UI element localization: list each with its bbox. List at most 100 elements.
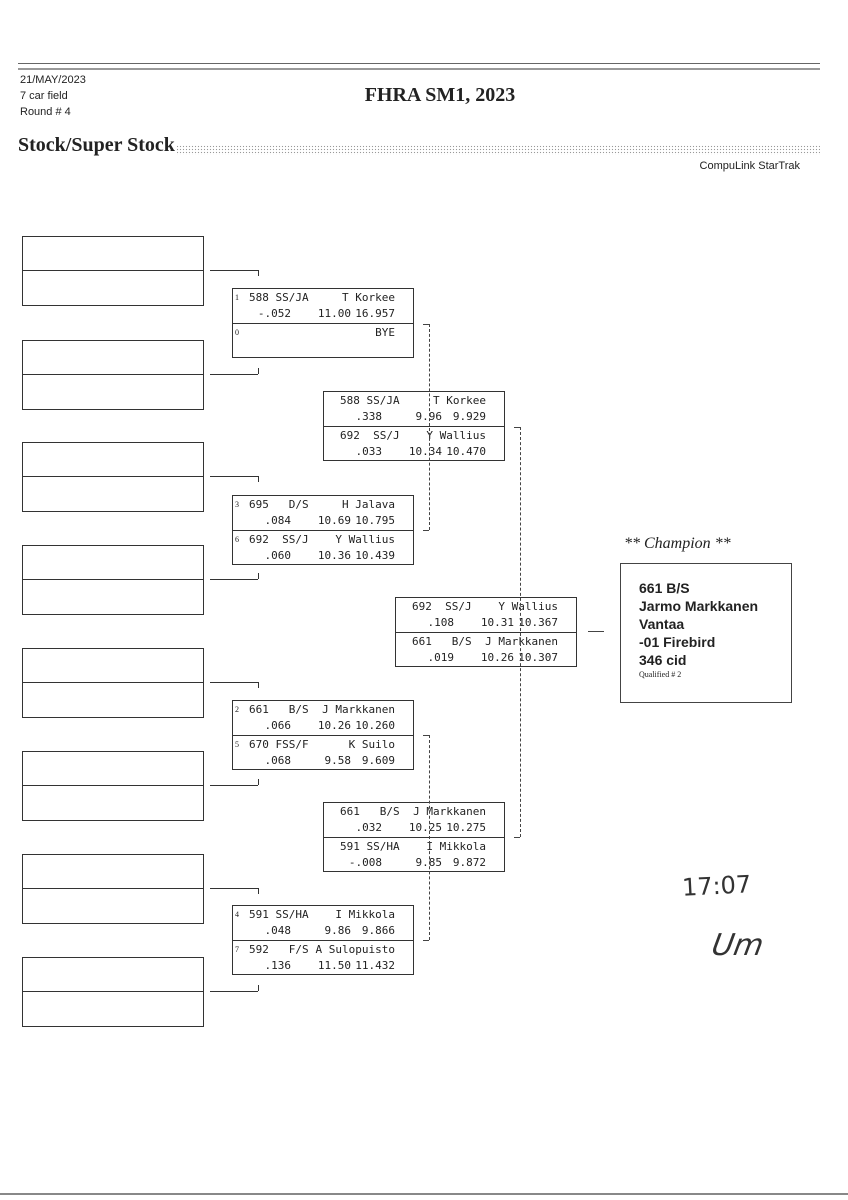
handwritten-time: 17:07 [681, 870, 752, 902]
car-class: 661 B/S [412, 635, 472, 648]
box-divider [23, 888, 203, 889]
dial-in: 10.25 [408, 821, 442, 834]
lead-tick [258, 573, 259, 579]
lead-tick [258, 270, 259, 276]
car-class: 591 SS/HA [249, 908, 309, 921]
box-divider [23, 991, 203, 992]
dial-in: 9.58 [324, 754, 352, 767]
reaction-time: .019 [427, 651, 455, 664]
empty-entry-box [22, 545, 204, 615]
dial-in: 9.96 [415, 410, 443, 423]
driver-name: T Korkee [342, 291, 395, 304]
bracket-connector [429, 324, 430, 530]
top-rule [18, 63, 820, 70]
champion-connector [588, 631, 604, 632]
elapsed-time: 10.439 [355, 549, 395, 562]
racer-info-row: 661 B/S J Markkanen [396, 635, 576, 651]
champion-driver: Jarmo Markkanen [639, 598, 759, 614]
empty-entry-box [22, 957, 204, 1027]
racer-info-row: 661 B/S J Markkanen [324, 805, 504, 821]
elapsed-time: 9.929 [452, 410, 486, 423]
racer-info-row: 588 SS/JA T Korkee [233, 291, 413, 307]
champion-label: ** Champion ** [624, 535, 731, 552]
seed-number: 5 [235, 740, 239, 749]
box-divider [23, 270, 203, 271]
elapsed-time: 10.367 [518, 616, 558, 629]
elapsed-time: 10.307 [518, 651, 558, 664]
reaction-time: .060 [264, 549, 292, 562]
lead-line [210, 476, 258, 477]
champion-city: Vantaa [639, 616, 685, 632]
reaction-time: -.052 [257, 307, 291, 320]
connector-tick [514, 427, 520, 428]
lead-tick [258, 368, 259, 374]
driver-name: BYE [375, 326, 395, 339]
elapsed-time: 10.795 [355, 514, 395, 527]
car-class: 661 B/S [340, 805, 400, 818]
seed-number: 0 [235, 328, 239, 337]
racer-lane: 0 BYE [233, 323, 413, 358]
class-title: Stock/Super Stock [18, 134, 177, 157]
dial-in: 10.26 [317, 719, 351, 732]
connector-tick [423, 940, 429, 941]
lead-line [210, 682, 258, 683]
seed-number: 7 [235, 945, 239, 954]
driver-name: J Markkanen [322, 703, 395, 716]
reaction-time: .084 [264, 514, 292, 527]
reaction-time: .033 [355, 445, 383, 458]
reaction-time: -.008 [348, 856, 382, 869]
empty-entry-box [22, 751, 204, 821]
box-divider [23, 682, 203, 683]
racer-time-row: .060 10.36 10.439 [233, 549, 413, 565]
reaction-time: .108 [427, 616, 455, 629]
champion-qualified: Qualified # 2 [639, 670, 682, 679]
dial-in: 10.36 [317, 549, 351, 562]
racer-info-row: BYE [233, 326, 413, 342]
car-class: 588 SS/JA [340, 394, 400, 407]
driver-name: A Sulopuisto [315, 943, 395, 956]
lead-line [210, 374, 258, 375]
box-divider [23, 579, 203, 580]
empty-entry-box [22, 340, 204, 410]
reaction-time: .032 [355, 821, 383, 834]
driver-name: T Korkee [433, 394, 486, 407]
lead-tick [258, 779, 259, 785]
driver-name: Y Wallius [426, 429, 486, 442]
elapsed-time: 10.470 [446, 445, 486, 458]
seed-number: 6 [235, 535, 239, 544]
software-brand: CompuLink StarTrak [699, 160, 800, 172]
elapsed-time: 16.957 [355, 307, 395, 320]
bracket-connector [429, 735, 430, 940]
dial-in: 11.50 [317, 959, 351, 972]
driver-name: J Markkanen [485, 635, 558, 648]
champion-vehicle: -01 Firebird [639, 634, 716, 650]
connector-tick [423, 324, 429, 325]
empty-entry-box [22, 236, 204, 306]
lead-line [210, 888, 258, 889]
car-class: 692 SS/J [340, 429, 400, 442]
champion-engine: 346 cid [639, 652, 687, 668]
driver-name: Y Wallius [335, 533, 395, 546]
driver-name: I Mikkola [335, 908, 395, 921]
driver-name: J Markkanen [413, 805, 486, 818]
dial-in: 10.26 [480, 651, 514, 664]
car-class: 591 SS/HA [340, 840, 400, 853]
dial-in: 9.85 [415, 856, 443, 869]
car-class: 588 SS/JA [249, 291, 309, 304]
racer-time-row: .019 10.26 10.307 [396, 651, 576, 667]
box-divider [23, 476, 203, 477]
car-class: 695 D/S [249, 498, 309, 511]
